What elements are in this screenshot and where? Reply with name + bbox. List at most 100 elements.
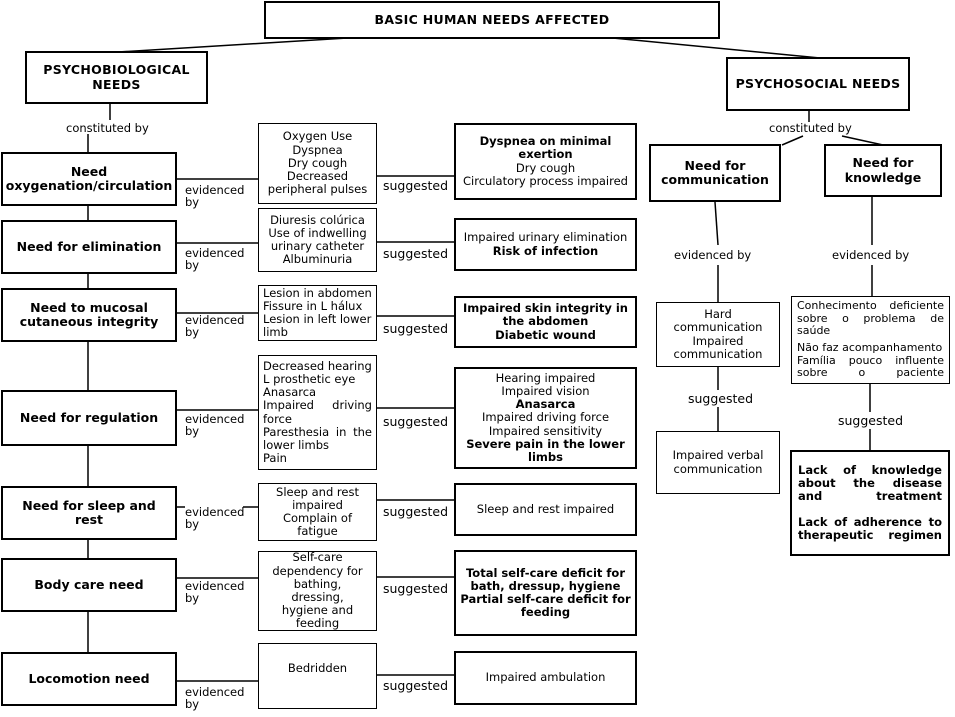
evidence-line: Decreased hearing: [263, 358, 372, 373]
need-oxygenation-box: Need oxygenation/circulation: [1, 152, 177, 206]
suggested-label: suggested: [383, 178, 449, 193]
diagram-title-text: BASIC HUMAN NEEDS AFFECTED: [374, 11, 610, 27]
evidence-box-regulation: Decreased hearing L prosthetic eye Anasa…: [258, 355, 377, 470]
diagnosis-line: Impaired ambulation: [485, 670, 606, 685]
diagnosis-box-sleep: Sleep and rest impaired: [454, 483, 637, 536]
diagnosis-line: limbs: [528, 450, 563, 465]
evidenced-by-label: evidenced by: [832, 248, 910, 262]
evidence-line: Lesion in left lower: [263, 312, 372, 326]
evidenced-by-label: evidenced by: [185, 412, 245, 439]
diagnosis-line: Impaired skin integrity in: [463, 301, 628, 316]
evidenced-by-label: evidenced by: [185, 246, 245, 273]
need-label: Need oxygenation/circulation: [5, 163, 173, 193]
evidence-line: Sleep and rest: [276, 484, 359, 499]
need-label: Body care need: [34, 576, 144, 592]
diagnosis-line: Lack of knowledge about the disease and …: [798, 462, 942, 504]
diagnosis-box-locomotion: Impaired ambulation: [454, 651, 637, 705]
need-label: Need for sleep and rest: [22, 497, 156, 527]
diagnosis-line: the abdomen: [502, 314, 589, 329]
diagnosis-box-elimination: Impaired urinary elimination Risk of inf…: [454, 218, 637, 271]
evidence-line: communication: [673, 346, 763, 361]
evidenced-by-label: evidenced by: [185, 685, 245, 712]
evidence-line: fatigue: [297, 524, 338, 539]
connector-title-psychosocial: [591, 35, 821, 59]
evidence-line: Anasarca: [263, 385, 317, 400]
suggested-label: suggested: [688, 391, 754, 406]
evidence-line: Diuresis colúrica: [270, 212, 365, 227]
evidence-line: Complain of: [282, 511, 353, 525]
suggested-label: suggested: [383, 414, 449, 429]
evidence-line: Self-care: [292, 551, 343, 565]
suggested-label: suggested: [383, 581, 449, 596]
need-elimination-box: Need for elimination: [1, 220, 177, 274]
diagnosis-line: Severe pain in the lower: [466, 436, 625, 451]
diagnosis-line: Partial self-care deficit for: [460, 592, 631, 606]
diagnosis-line: Impaired vision: [501, 383, 590, 398]
need-label: Need for regulation: [19, 409, 159, 425]
suggested-label: suggested: [838, 413, 904, 428]
psychobiological-header: PSYCHOBIOLOGICAL NEEDS: [25, 51, 208, 104]
diagnosis-line: Risk of infection: [492, 243, 599, 258]
evidenced-by-label: evidenced by: [674, 248, 752, 262]
suggested-label: suggested: [383, 321, 449, 336]
evidence-line: Impaired driving: [263, 398, 372, 413]
diagnosis-box-knowledge: Lack of knowledge about the disease and …: [790, 450, 950, 556]
evidence-box-mucosal: Lesion in abdomen Fissure in L hálux Les…: [258, 285, 377, 341]
evidence-line: Lesion in abdomen: [263, 285, 372, 300]
suggested-label: suggested: [383, 246, 449, 261]
diagnosis-line: exertion: [518, 147, 573, 162]
diagnosis-box-body-care: Total self-care deficit for bath, dressu…: [454, 550, 637, 636]
evidence-line: lower limbs: [263, 437, 329, 452]
evidence-line: limb: [263, 325, 288, 340]
evidence-line: Fissure in L hálux: [263, 298, 363, 313]
evidence-box-sleep: Sleep and rest impaired Complain of fati…: [258, 483, 377, 541]
evidence-box-communication: Hard communication Impaired communicatio…: [656, 302, 780, 367]
diagnosis-line: Diabetic wound: [495, 327, 596, 342]
evidence-line: Não faz acompanhamento: [797, 341, 943, 355]
diagnosis-line: communication: [673, 461, 763, 476]
diagnosis-box-communication: Impaired verbal communication: [656, 431, 780, 494]
need-label: Need for communication: [661, 157, 769, 187]
need-locomotion-box: Locomotion need: [1, 652, 177, 706]
psychobiological-header-text: PSYCHOBIOLOGICAL NEEDS: [43, 62, 190, 92]
need-sleep-box: Need for sleep and rest: [1, 486, 177, 540]
diagnosis-line: Sleep and rest impaired: [476, 501, 615, 516]
diagram-title: BASIC HUMAN NEEDS AFFECTED: [264, 1, 720, 39]
evidence-line: Hard communication: [673, 307, 763, 335]
evidence-line: dressing,: [291, 590, 344, 604]
diagnosis-line: Total self-care deficit for: [465, 565, 626, 580]
diagnosis-line: Anasarca: [515, 397, 576, 412]
evidence-line: Dyspnea: [292, 142, 343, 157]
evidence-box-body-care: Self-care dependency for bathing, dressi…: [258, 551, 377, 631]
evidence-line: force: [263, 411, 292, 426]
suggested-label: suggested: [383, 678, 449, 693]
diagnosis-line: Dry cough: [515, 160, 576, 175]
need-mucosal-box: Need to mucosal cutaneous integrity: [1, 288, 177, 342]
evidence-line: Bedridden: [287, 661, 348, 675]
evidence-box-oxygenation: Oxygen Use Dyspnea Dry cough Decreased p…: [258, 123, 377, 204]
evidence-line: Dry cough: [287, 155, 348, 170]
evidence-line: Oxygen Use: [282, 129, 353, 144]
diagnosis-line: Lack of adherence to therapeutic regimen: [798, 514, 942, 542]
diagnosis-box-regulation: Hearing impaired Impaired vision Anasarc…: [454, 367, 637, 469]
diagnosis-line: Dyspnea on minimal: [479, 134, 612, 149]
need-body-care-box: Body care need: [1, 558, 177, 612]
evidence-line: peripheral pulses: [267, 182, 368, 197]
need-communication-box: Need for communication: [649, 144, 781, 202]
need-label: Need for knowledge: [844, 155, 922, 185]
diagnosis-line: Impaired sensitivity: [488, 423, 603, 438]
evidenced-by-label: evidenced by: [185, 579, 245, 606]
evidence-line: Albuminuria: [282, 252, 353, 267]
evidence-line: Pain: [263, 451, 287, 466]
diagnosis-line: Impaired driving force: [481, 410, 610, 425]
psychosocial-header: PSYCHOSOCIAL NEEDS: [726, 57, 910, 111]
evidence-line: dependency for: [272, 563, 363, 578]
evidence-box-locomotion: Bedridden: [258, 643, 377, 709]
evidence-box-elimination: Diuresis colúrica Use of indwelling urin…: [258, 208, 377, 272]
diagnosis-box-oxygenation: Dyspnea on minimal exertion Dry cough Ci…: [454, 123, 637, 200]
evidence-line: impaired: [292, 497, 343, 512]
evidence-line: urinary catheter: [270, 239, 365, 253]
diagnosis-line: Impaired verbal: [672, 448, 764, 463]
evidence-line: feeding: [295, 616, 340, 631]
